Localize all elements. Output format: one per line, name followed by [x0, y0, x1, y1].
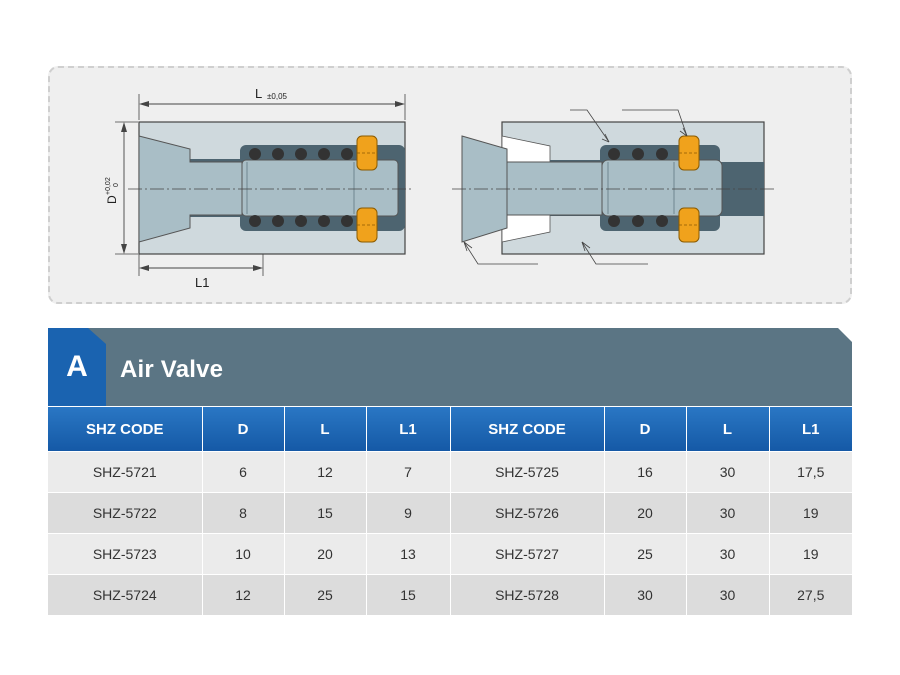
table-cell: SHZ-5728: [450, 574, 605, 615]
table-cell: 20: [604, 492, 687, 534]
table-cell: 15: [366, 574, 451, 615]
table-cell: SHZ-5727: [450, 533, 605, 575]
leader-lines: [463, 109, 688, 265]
left-section-view: [128, 121, 414, 255]
table-row: SHZ-5721 6 12 7 SHZ-5725 16 30 17,5: [48, 451, 852, 493]
table-cell: 27,5: [769, 574, 852, 615]
table-cell: 30: [686, 574, 770, 615]
table-cell: 8: [202, 492, 285, 534]
table-cell: 17,5: [769, 451, 852, 493]
table-cell: 6: [202, 451, 285, 493]
dim-L-label: L: [255, 86, 262, 101]
table-cell: 12: [284, 451, 367, 493]
table-cell: 19: [769, 533, 852, 575]
table-cell: 25: [604, 533, 687, 575]
table-cell: 16: [604, 451, 687, 493]
table-cell: 15: [284, 492, 367, 534]
table-cell: SHZ-5726: [450, 492, 605, 534]
table-cell: 20: [284, 533, 367, 575]
dimension-D: D +0,02 0: [105, 121, 138, 255]
col-header-l1-2: L1: [769, 407, 852, 452]
table-cell: 10: [202, 533, 285, 575]
table-cell: 30: [604, 574, 687, 615]
dim-L1-label: L1: [195, 275, 209, 290]
table-cell: 25: [284, 574, 367, 615]
col-header-l-2: L: [686, 407, 770, 452]
dimension-L1: L1: [138, 254, 264, 290]
table-row: SHZ-5723 10 20 13 SHZ-5727 25 30 19: [48, 533, 852, 575]
table-row: SHZ-5724 12 25 15 SHZ-5728 30 30 27,5: [48, 574, 852, 615]
table-cell: 30: [686, 533, 770, 575]
dim-L-tolerance: ±0,05: [267, 92, 288, 101]
table-row: SHZ-5722 8 15 9 SHZ-5726 20 30 19: [48, 492, 852, 534]
specification-table: SHZ CODE D L L1 SHZ CODE D L L1 SHZ-5721…: [48, 407, 852, 615]
col-header-shz-code: SHZ CODE: [48, 407, 203, 452]
table-cell: 9: [366, 492, 451, 534]
table-cell: 19: [769, 492, 852, 534]
table-cell: SHZ-5721: [48, 451, 203, 493]
table-cell: 30: [686, 451, 770, 493]
section-title: Air Valve: [120, 356, 224, 383]
col-header-l: L: [284, 407, 367, 452]
table-cell: 30: [686, 492, 770, 534]
col-header-shz-code-2: SHZ CODE: [450, 407, 605, 452]
table-cell: SHZ-5722: [48, 492, 203, 534]
table-cell: 12: [202, 574, 285, 615]
air-valve-cross-section-drawing: L ±0,05 D +0,02 0 L1: [105, 86, 774, 290]
col-header-d: D: [202, 407, 285, 452]
table-cell: SHZ-5724: [48, 574, 203, 615]
col-header-d-2: D: [604, 407, 687, 452]
table-cell: SHZ-5723: [48, 533, 203, 575]
table-cell: 7: [366, 451, 451, 493]
dim-D-tolerance-top: +0,02: [105, 177, 112, 195]
table-cell: 13: [366, 533, 451, 575]
section-header-bar: [48, 328, 852, 406]
right-section-view: [452, 121, 774, 255]
table-cell: SHZ-5725: [450, 451, 605, 493]
dimension-L: L ±0,05: [138, 86, 406, 120]
technical-drawing-panel: L ±0,05 D +0,02 0 L1: [48, 66, 852, 304]
dim-D-label: D: [105, 195, 119, 204]
section-badge: A: [48, 328, 106, 406]
col-header-l1: L1: [366, 407, 451, 452]
dim-D-tolerance-bottom: 0: [113, 183, 120, 187]
table-header-row: SHZ CODE D L L1 SHZ CODE D L L1: [48, 407, 852, 452]
